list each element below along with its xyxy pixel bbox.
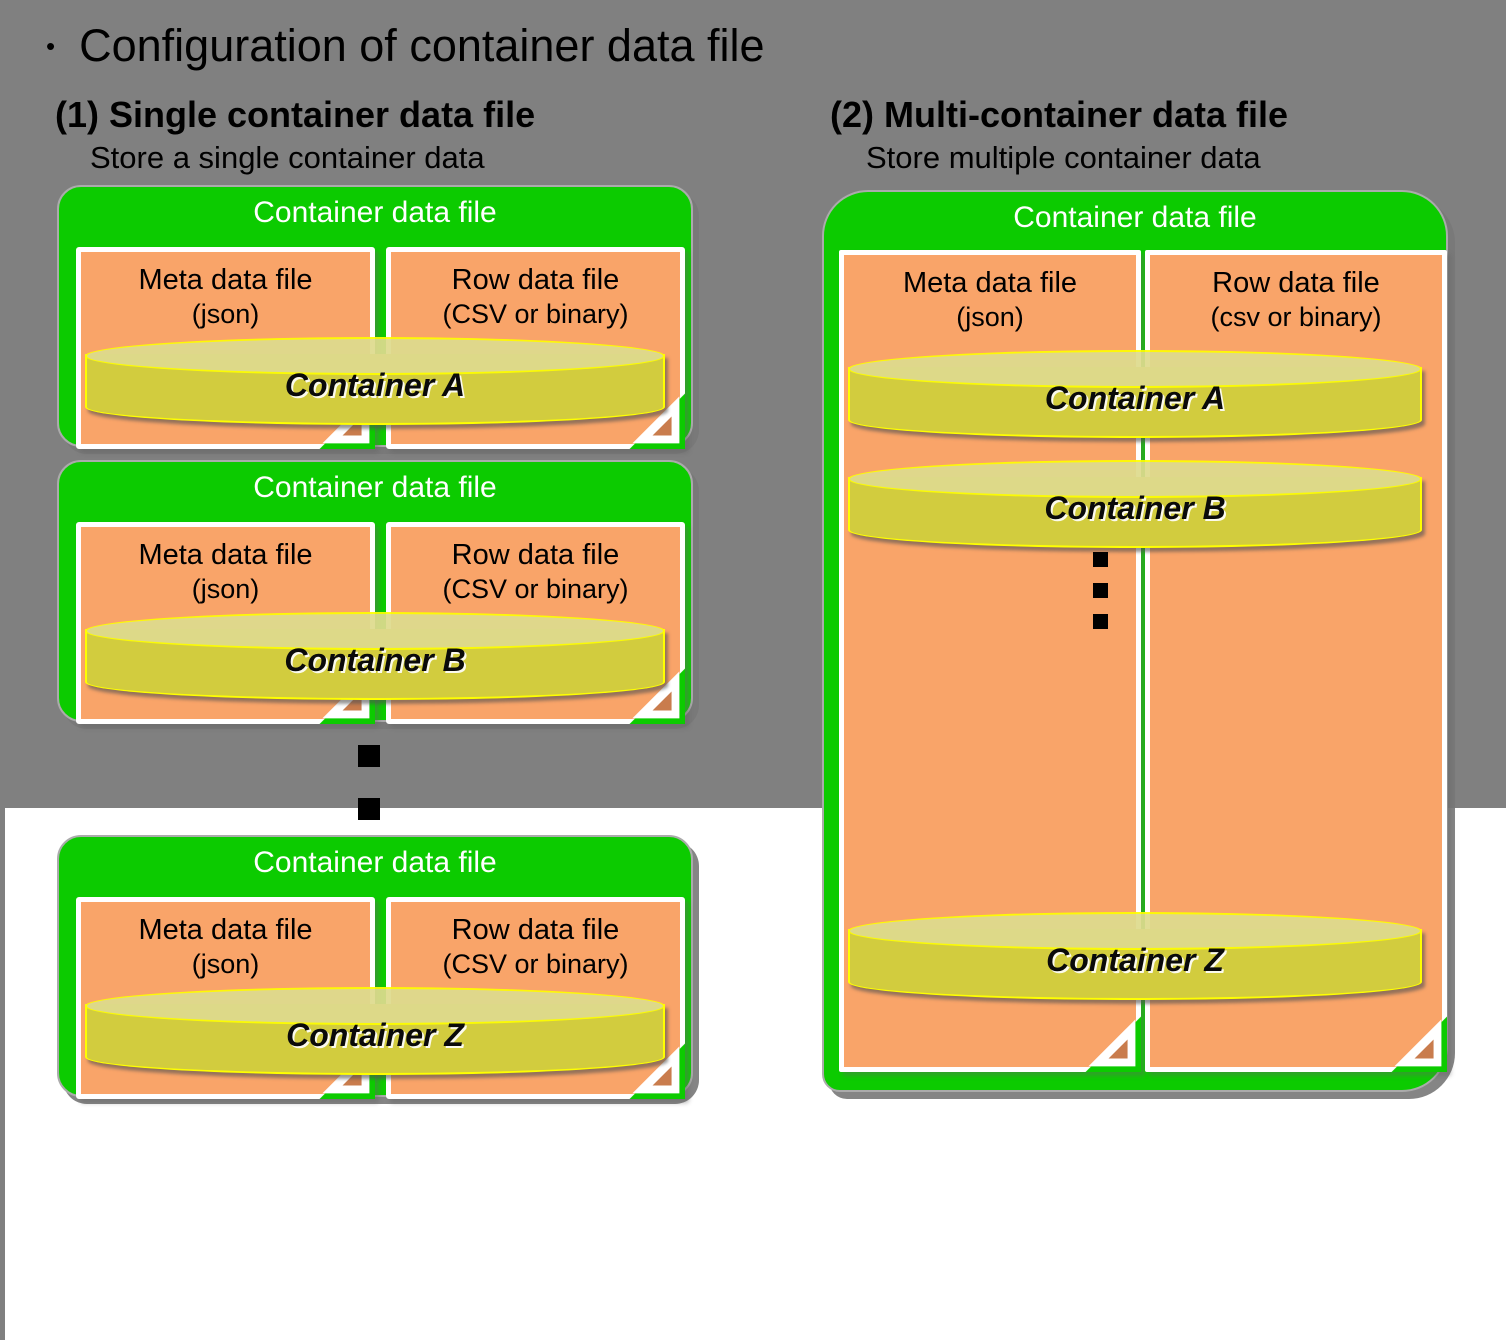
meta-data-file-label: Meta data file xyxy=(138,264,313,296)
folded-corner-icon xyxy=(1085,1016,1141,1072)
container-z-cylinder: Container Z xyxy=(848,912,1422,1000)
container-data-file-label: Container data file xyxy=(253,846,497,879)
section-multi-subheading: Store multiple container data xyxy=(866,140,1261,175)
section-single-subheading: Store a single container data xyxy=(90,140,485,175)
single-container-box-z: Container data file Meta data file (json… xyxy=(57,835,693,1099)
container-label: Container Z xyxy=(286,1017,464,1053)
single-container-box-b: Container data file Meta data file (json… xyxy=(57,460,693,724)
container-a-cylinder: Container A xyxy=(848,350,1422,438)
container-label: Container B xyxy=(284,642,466,678)
section-single-heading: (1) Single container data file xyxy=(55,94,536,135)
cylinder-top-ellipse xyxy=(85,337,665,375)
cylinder-top-ellipse xyxy=(85,987,665,1025)
cylinder-top-ellipse xyxy=(848,912,1422,950)
meta-data-file-format: (json) xyxy=(956,302,1024,332)
meta-data-file-format: (json) xyxy=(191,574,260,604)
meta-data-file-label: Meta data file xyxy=(138,914,313,946)
page-title-text: Configuration of container data file xyxy=(79,20,765,71)
dot xyxy=(1093,552,1108,567)
row-data-file-format: (CSV or binary) xyxy=(442,574,629,604)
container-data-file-label: Container data file xyxy=(253,471,497,504)
page-title: • Configuration of container data file xyxy=(46,20,765,72)
bullet-icon: • xyxy=(46,31,56,61)
row-data-file-label: Row data file xyxy=(1212,267,1380,299)
container-data-file-label: Container data file xyxy=(253,196,497,229)
container-label: Container A xyxy=(1044,380,1226,416)
container-label: Container Z xyxy=(1046,942,1224,978)
meta-data-file-format: (json) xyxy=(191,949,260,979)
folded-corner-icon xyxy=(1391,1016,1447,1072)
cylinder-top-ellipse xyxy=(848,460,1422,498)
meta-data-file-label: Meta data file xyxy=(138,539,313,571)
cylinder-top-ellipse xyxy=(85,612,665,650)
background-left-strip xyxy=(0,808,5,1340)
ellipsis-dots xyxy=(1093,552,1108,645)
ellipsis-dots xyxy=(358,745,380,851)
dot xyxy=(1093,583,1108,598)
meta-data-file-label: Meta data file xyxy=(902,267,1078,299)
container-b-cylinder: Container B xyxy=(848,460,1422,548)
row-data-file-format: (CSV or binary) xyxy=(442,299,629,329)
row-data-file-format: (csv or binary) xyxy=(1210,302,1382,332)
container-a-cylinder: Container A xyxy=(85,337,665,425)
container-b-cylinder: Container B xyxy=(85,612,665,700)
row-data-file-label: Row data file xyxy=(451,914,620,946)
cylinder-top-ellipse xyxy=(848,350,1422,388)
row-data-file-label: Row data file xyxy=(451,264,620,296)
dot xyxy=(358,798,380,820)
dot xyxy=(1093,614,1108,629)
row-data-file-format: (CSV or binary) xyxy=(442,949,629,979)
container-label: Container B xyxy=(1044,490,1226,526)
meta-data-file-format: (json) xyxy=(191,299,260,329)
container-data-file-label: Container data file xyxy=(1013,201,1257,234)
row-data-file-label: Row data file xyxy=(451,539,620,571)
container-label: Container A xyxy=(284,367,466,403)
container-z-cylinder: Container Z xyxy=(85,987,665,1075)
dot xyxy=(358,745,380,767)
single-container-box-a: Container data file Meta data file (json… xyxy=(57,185,693,449)
section-multi-heading: (2) Multi-container data file xyxy=(830,94,1289,135)
multi-container-box: Container data file Meta data file (json… xyxy=(822,190,1448,1092)
